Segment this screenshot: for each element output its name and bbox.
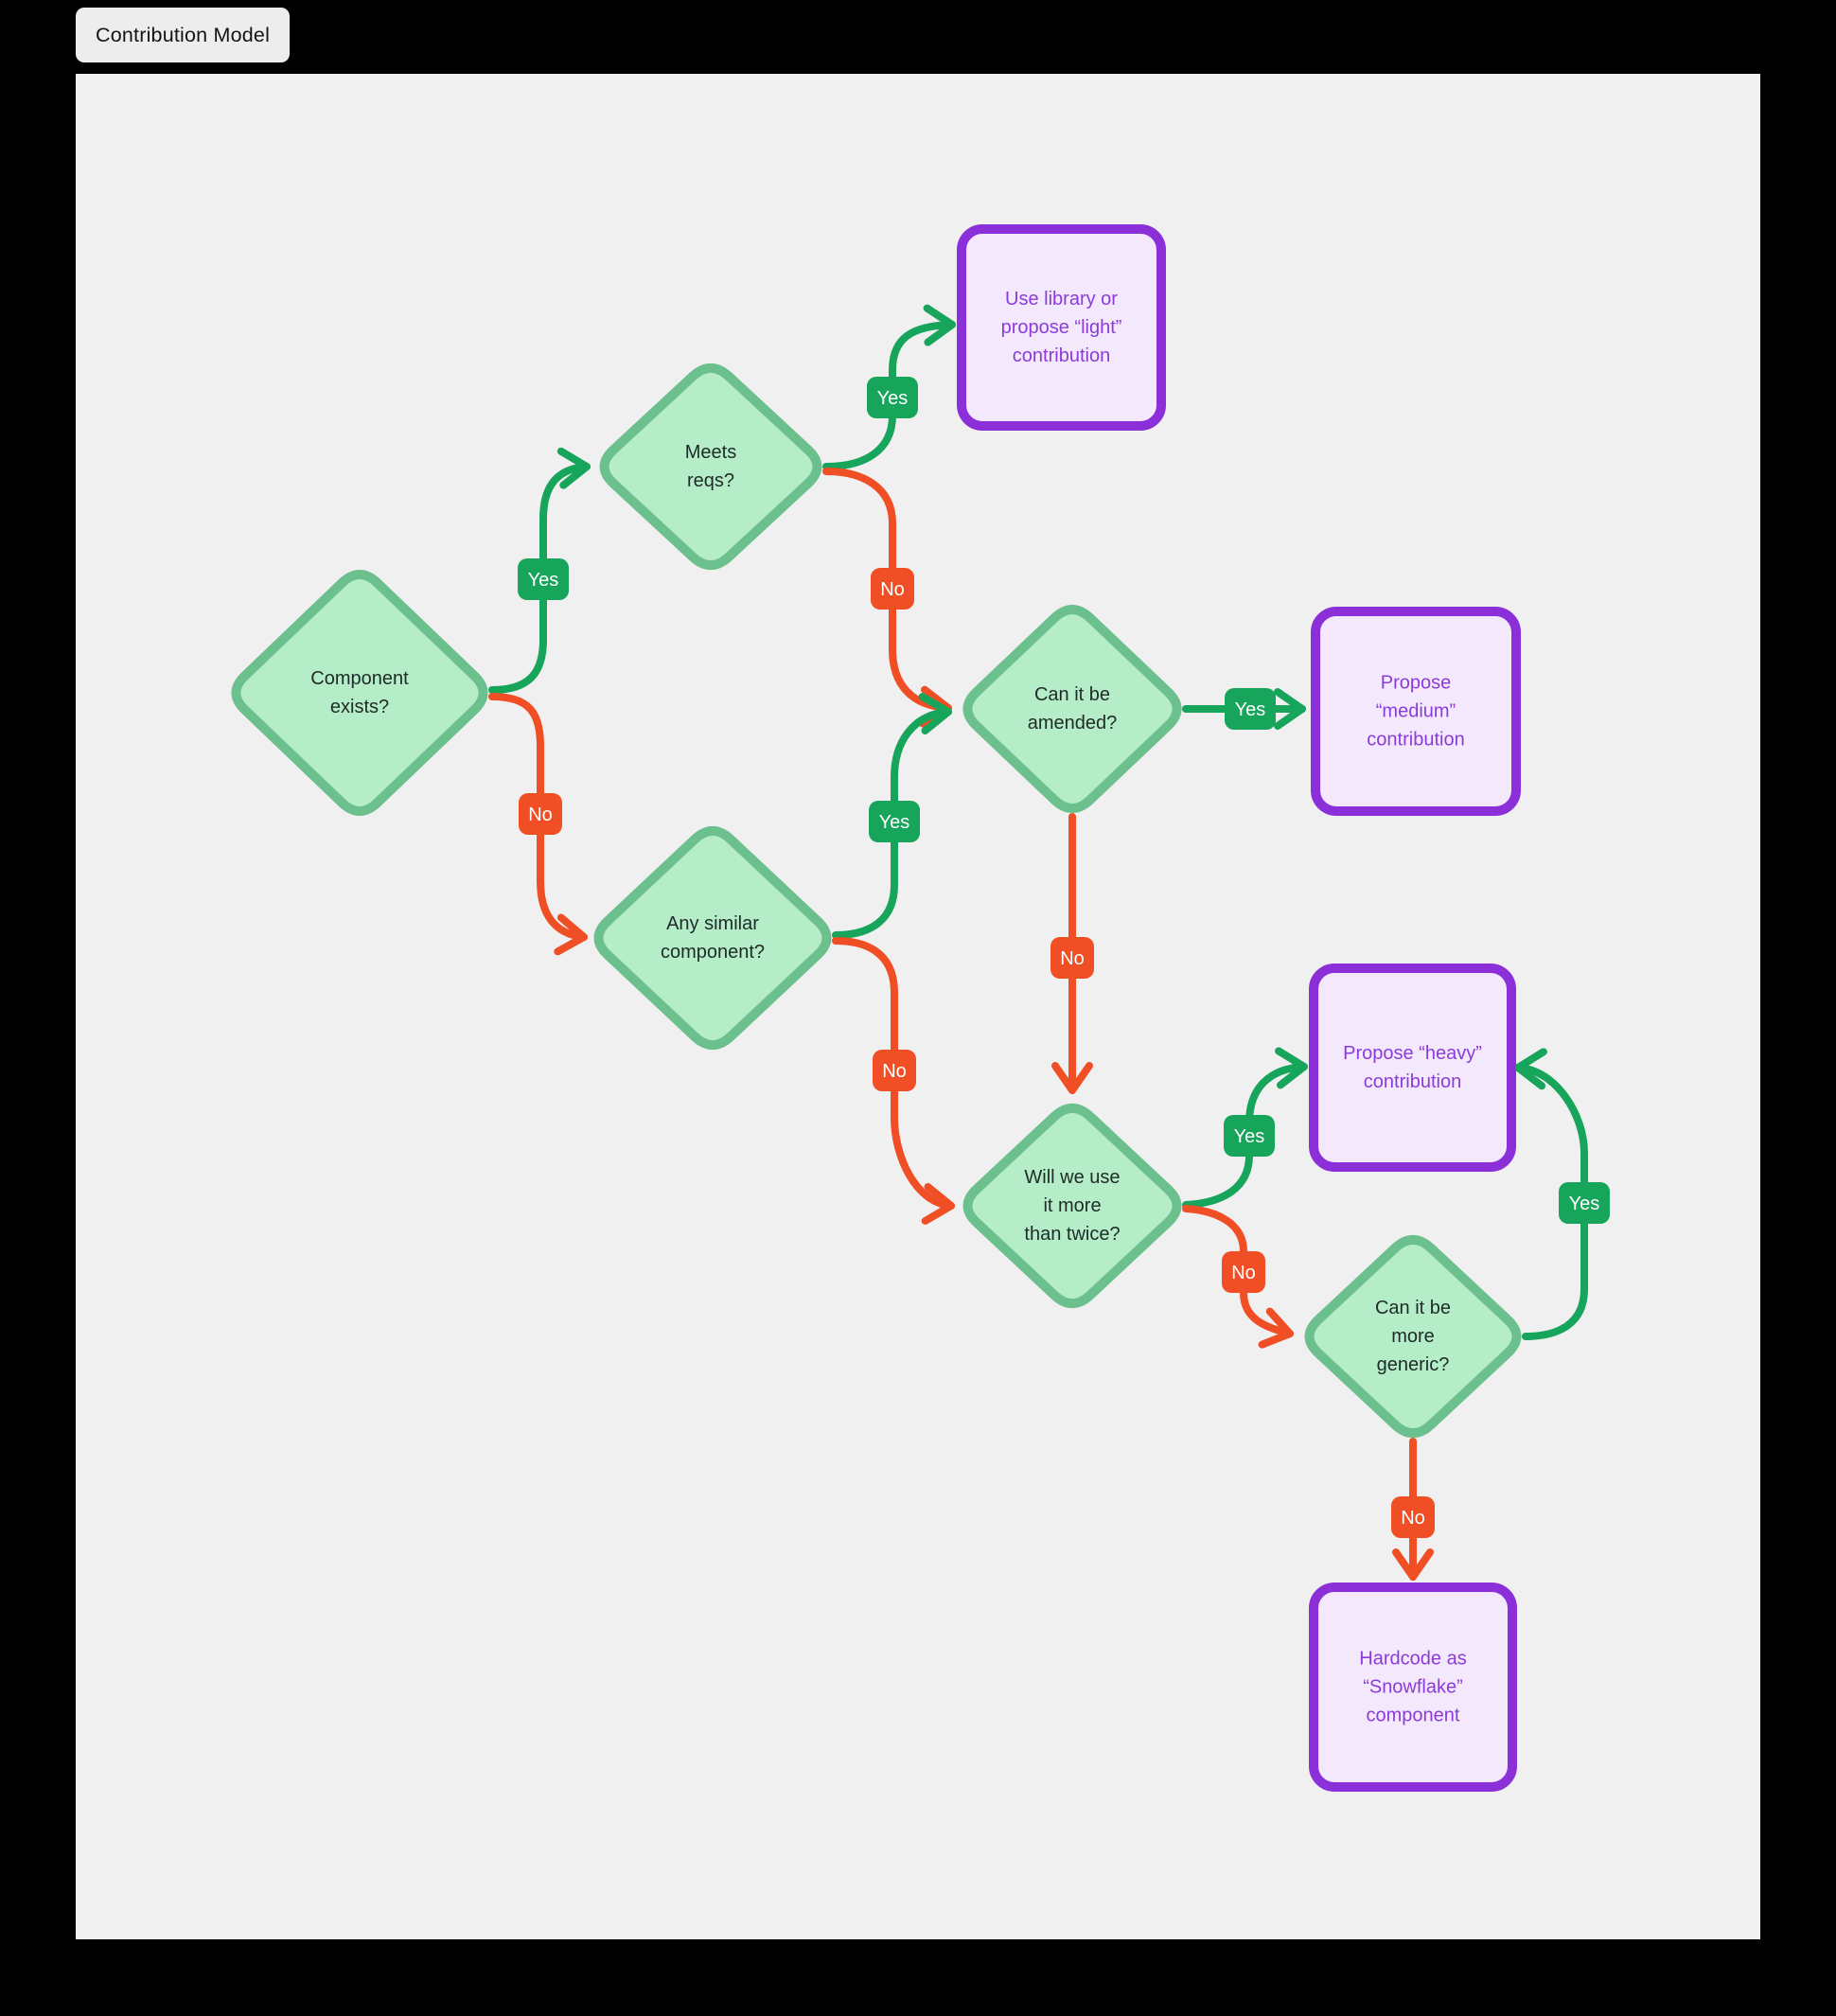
heavy-contribution-shape <box>1309 964 1516 1172</box>
edge-label-badge-any-similar-no[interactable]: No <box>873 1050 916 1091</box>
can-it-be-amended-shape <box>962 604 1182 814</box>
component-exists-shape <box>231 570 488 816</box>
edge-label-badge-can-it-be-amended-no[interactable]: No <box>1050 937 1094 979</box>
can-be-more-generic-shape <box>1304 1234 1522 1439</box>
edge-label-badge-component-exists-no[interactable]: No <box>519 793 562 835</box>
edge-label-pill <box>869 801 920 842</box>
edge-label-pill <box>871 568 914 610</box>
edge-label-badge-can-be-more-generic-yes[interactable]: Yes <box>1559 1182 1610 1224</box>
edge-label-pill <box>1225 688 1276 730</box>
edge-label-badge-any-similar-yes[interactable]: Yes <box>869 801 920 842</box>
edge-any-similar-no[interactable] <box>832 937 955 1225</box>
edge-label-pill <box>518 558 569 600</box>
edge-label-text: No <box>1231 1263 1256 1283</box>
flow-node-heavy-contribution[interactable]: Propose “heavy”contribution <box>1309 964 1516 1172</box>
edge-label-badge-can-be-more-generic-no[interactable]: No <box>1391 1496 1435 1538</box>
edge-label-text: No <box>1401 1508 1425 1529</box>
meets-reqs-shape <box>599 363 822 571</box>
edge-label-badge-meets-reqs-yes[interactable]: Yes <box>867 377 918 418</box>
edge-label-text: Yes <box>1235 699 1266 720</box>
edge-label-badge-use-more-than-twice-yes[interactable]: Yes <box>1224 1115 1275 1157</box>
any-similar-shape <box>593 825 832 1051</box>
edge-label-pill <box>519 793 562 835</box>
edge-label-text: Yes <box>877 388 909 409</box>
edge-label-text: No <box>880 579 905 600</box>
edge-label-text: No <box>1060 948 1085 969</box>
edge-label-text: No <box>528 805 553 825</box>
edge-can-be-more-generic-yes[interactable] <box>1514 1048 1588 1340</box>
edge-label-text: Yes <box>1569 1194 1600 1214</box>
flow-node-snowflake-component[interactable]: Hardcode as“Snowflake”component <box>1309 1583 1517 1792</box>
edge-label-text: No <box>882 1061 907 1082</box>
edge-label-text: Yes <box>879 812 910 833</box>
board-title: Contribution Model <box>96 23 271 46</box>
use-more-than-twice-shape <box>962 1103 1182 1309</box>
edge-label-badge-use-more-than-twice-no[interactable]: No <box>1222 1251 1265 1293</box>
edge-label-badge-can-it-be-amended-yes[interactable]: Yes <box>1225 688 1276 730</box>
edge-label-badge-component-exists-yes[interactable]: Yes <box>518 558 569 600</box>
edge-label-badge-meets-reqs-no[interactable]: No <box>871 568 914 610</box>
light-contribution-shape <box>957 224 1166 431</box>
board-title-tab[interactable]: Contribution Model <box>76 8 291 62</box>
snowflake-component-shape <box>1309 1583 1517 1792</box>
edge-label-pill <box>1559 1182 1610 1224</box>
edge-label-pill <box>873 1050 916 1091</box>
edge-label-pill <box>867 377 918 418</box>
medium-contribution-shape <box>1311 607 1521 816</box>
edge-label-text: Yes <box>528 570 559 591</box>
edge-label-pill <box>1050 937 1094 979</box>
edge-label-pill <box>1391 1496 1435 1538</box>
edge-label-pill <box>1222 1251 1265 1293</box>
edge-label-pill <box>1224 1115 1275 1157</box>
edge-label-text: Yes <box>1234 1126 1265 1147</box>
flow-node-medium-contribution[interactable]: Propose“medium”contribution <box>1311 607 1521 816</box>
